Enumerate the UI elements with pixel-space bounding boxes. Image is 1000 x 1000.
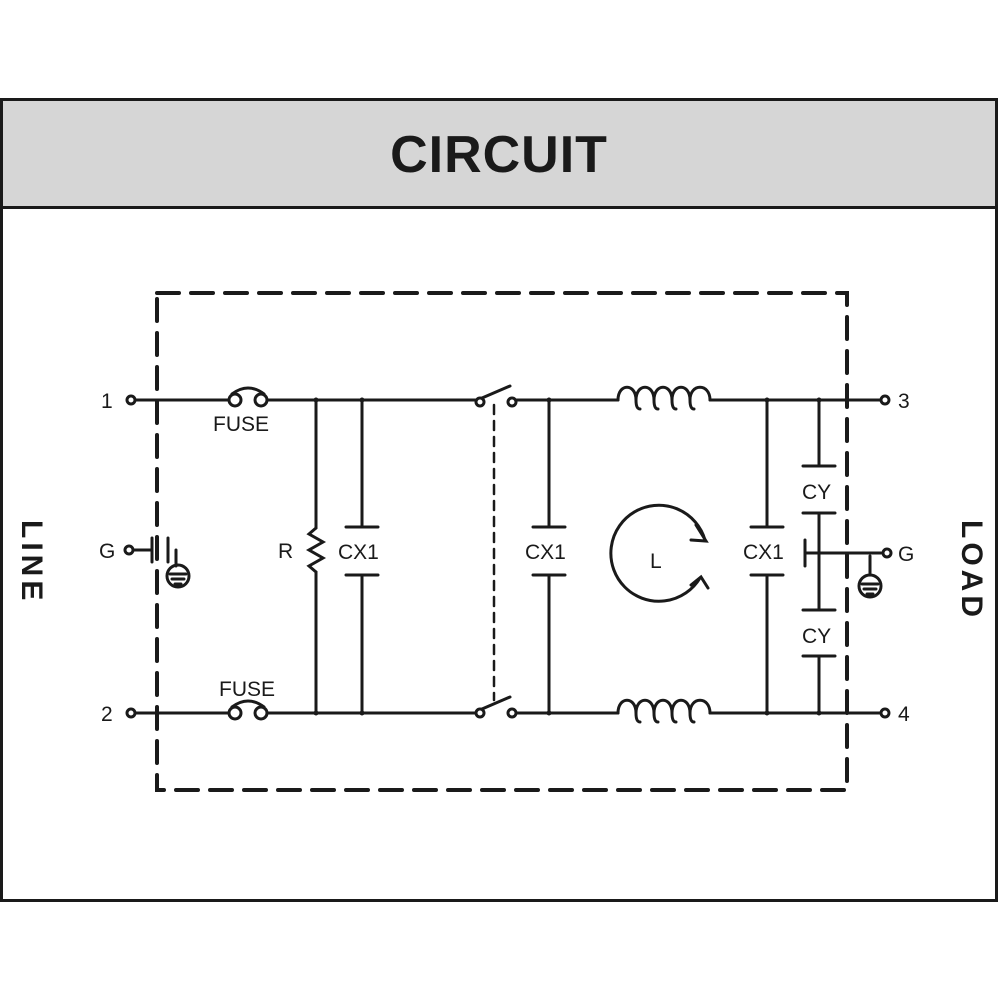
resistor-symbol — [305, 398, 327, 715]
resistor-label: R — [278, 540, 293, 563]
page-title: CIRCUIT — [390, 126, 608, 184]
capacitor-cx1-b — [531, 398, 567, 715]
capacitor-cx1-c — [749, 398, 785, 715]
ground-right — [803, 538, 883, 599]
terminal-3 — [879, 394, 891, 406]
terminal-2 — [125, 707, 137, 719]
terminal-1 — [125, 394, 137, 406]
header-bar: CIRCUIT — [3, 101, 995, 209]
junction-dots — [313, 397, 822, 716]
line-side-label: LINE — [15, 520, 48, 604]
inductor-label: L — [650, 550, 662, 573]
terminal-1-label: 1 — [101, 390, 113, 413]
capacitor-cy-bottom — [801, 608, 837, 715]
terminal-4 — [879, 707, 891, 719]
capacitor-cx1-a — [344, 398, 380, 715]
cx1-b-label: CX1 — [525, 541, 566, 564]
cx1-c-label: CX1 — [743, 541, 784, 564]
ground-left-label: G — [99, 540, 115, 563]
terminal-g-left — [123, 544, 135, 556]
load-side-label: LOAD — [955, 520, 988, 621]
cy-top-label: CY — [802, 481, 831, 504]
fuse-top-symbol — [227, 386, 269, 408]
ground-right-label: G — [898, 543, 914, 566]
terminal-2-label: 2 — [101, 703, 113, 726]
cx1-a-label: CX1 — [338, 541, 379, 564]
circuit-panel: CIRCUIT — [0, 98, 998, 902]
cy-bottom-label: CY — [802, 625, 831, 648]
inductor-top-coil — [616, 385, 712, 411]
terminal-3-label: 3 — [898, 390, 910, 413]
enclosure-boundary — [155, 291, 849, 792]
terminal-g-right — [881, 547, 893, 559]
fuse-bottom-label: FUSE — [219, 678, 275, 701]
ground-left — [132, 536, 191, 589]
capacitor-cy-top — [801, 398, 837, 612]
terminal-4-label: 4 — [898, 703, 910, 726]
fuse-top-label: FUSE — [213, 413, 269, 436]
inductor-core — [609, 503, 710, 603]
inductor-bottom-coil — [616, 698, 712, 724]
fuse-bottom-symbol — [227, 699, 269, 721]
switch-symbol — [474, 384, 518, 719]
